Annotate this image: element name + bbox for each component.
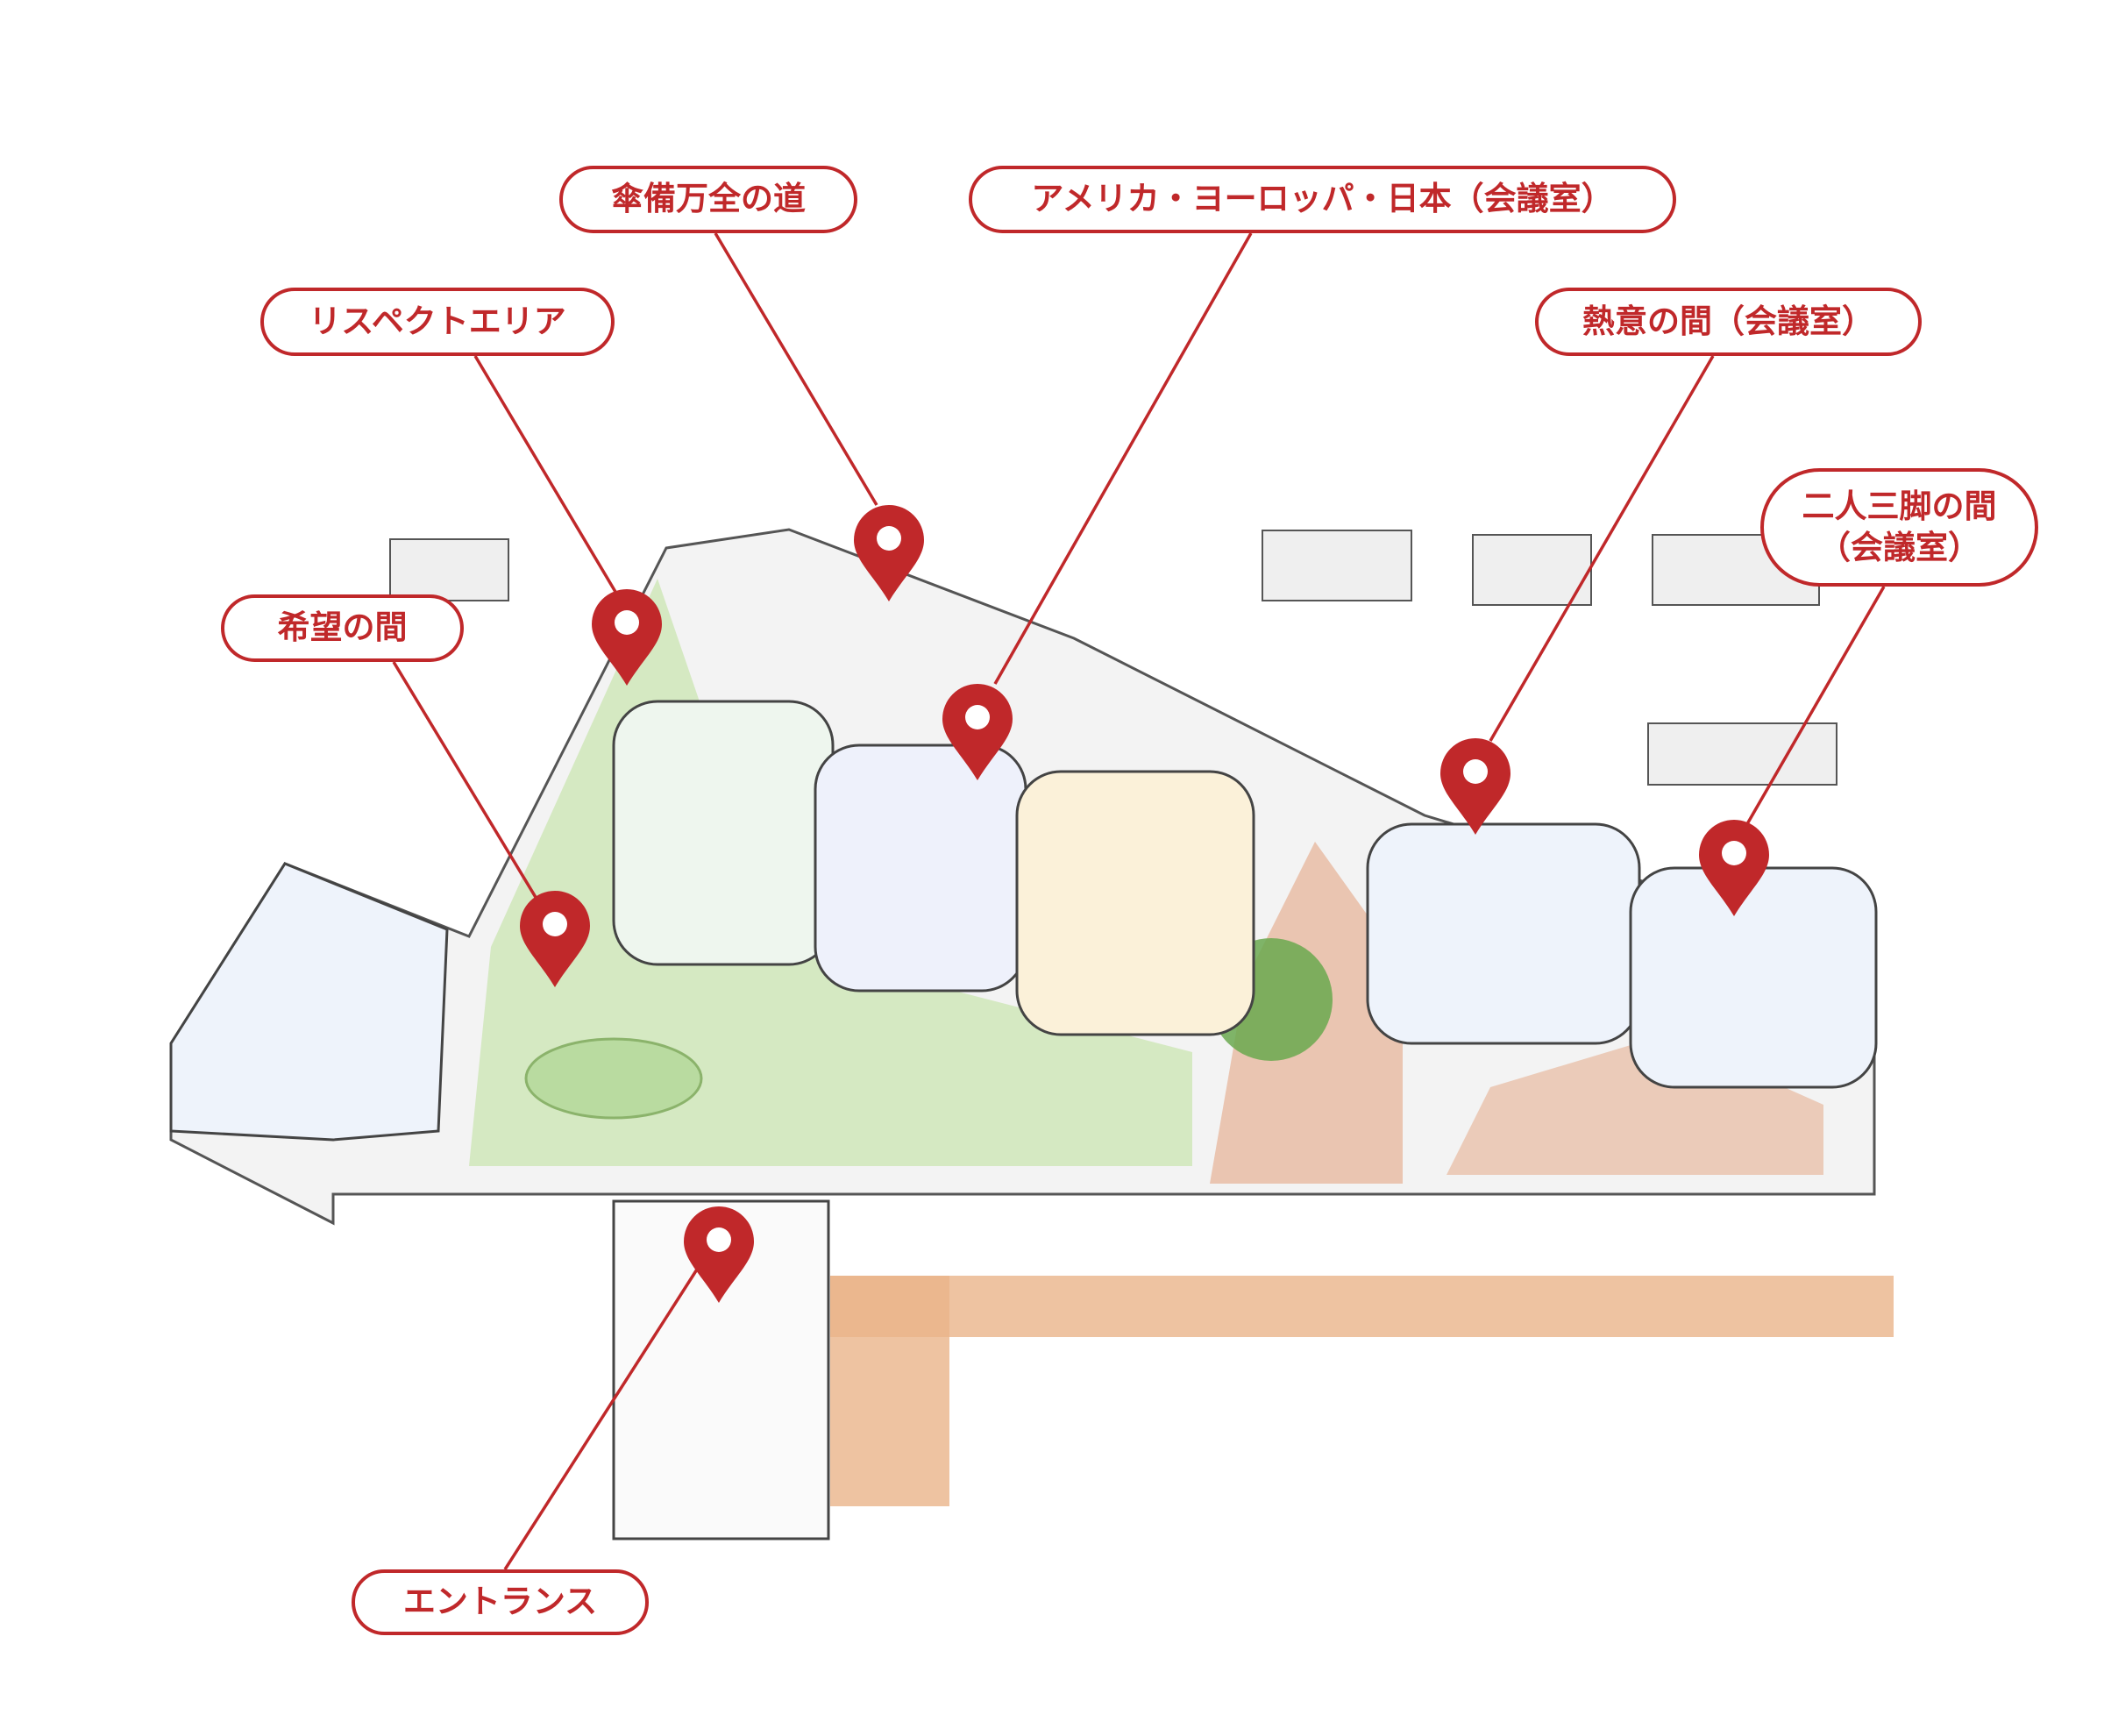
- label-kasabi[interactable]: 傘備万全の道: [559, 166, 857, 233]
- label-ninin-sankyaku[interactable]: 二人三脚の間 （会議室）: [1760, 468, 2038, 587]
- label-entrance[interactable]: エントランス: [352, 1569, 649, 1635]
- label-netsui[interactable]: 熱意の間（会議室）: [1535, 288, 1922, 356]
- leader-lines: [392, 232, 1886, 1570]
- room-ninin: [1629, 866, 1878, 1089]
- kibou-map-pin-icon[interactable]: [520, 891, 590, 987]
- entrance-map-pin-icon[interactable]: [684, 1206, 754, 1303]
- label-america-europe-japan[interactable]: アメリカ・ヨーロッパ・日本（会議室）: [969, 166, 1676, 233]
- room-netsui: [1366, 822, 1641, 1045]
- respect-map-pin-icon[interactable]: [592, 589, 662, 686]
- pond: [524, 1037, 703, 1120]
- label-respect-area[interactable]: リスペクトエリア: [260, 288, 615, 356]
- room-america-3: [1015, 770, 1255, 1036]
- room-kibou: [169, 862, 449, 1142]
- corridor: [830, 1276, 1894, 1506]
- america-map-pin-icon[interactable]: [942, 684, 1013, 780]
- kasabi-map-pin-icon[interactable]: [854, 505, 924, 601]
- room-america-2: [814, 743, 1027, 993]
- netsui-map-pin-icon[interactable]: [1440, 738, 1510, 835]
- ninin-map-pin-icon[interactable]: [1699, 820, 1769, 916]
- label-kibou[interactable]: 希望の間: [221, 594, 464, 662]
- room-america-1: [612, 700, 835, 966]
